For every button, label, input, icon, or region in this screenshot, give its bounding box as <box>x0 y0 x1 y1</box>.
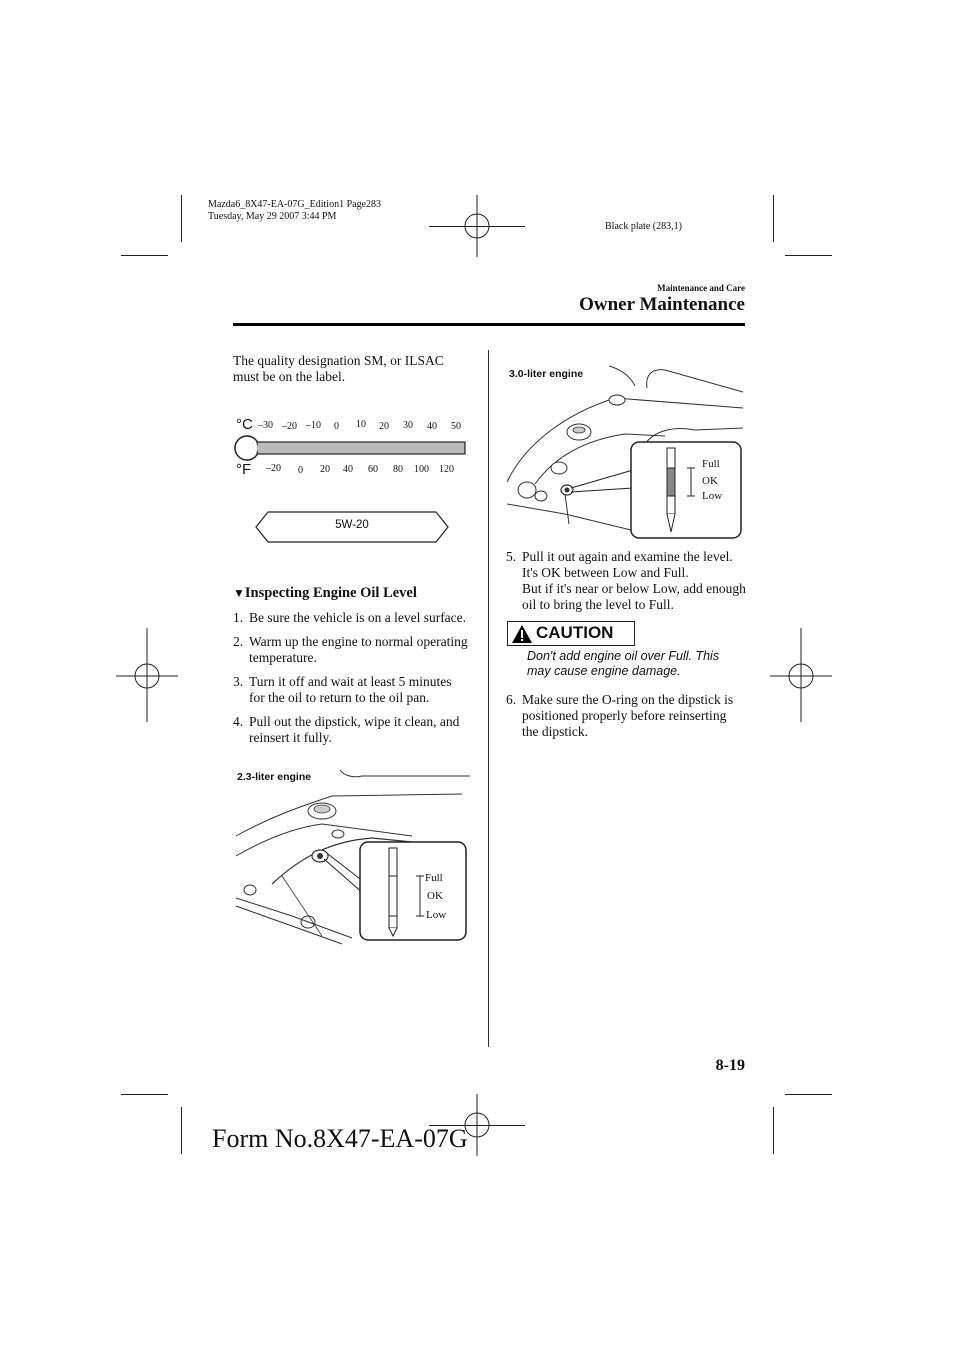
figure-label-2-3: 2.3-liter engine <box>237 771 312 783</box>
list-item: 2. Warm up the engine to normal operating… <box>233 634 469 666</box>
step-text: Be sure the vehicle is on a level surfac… <box>249 610 467 625</box>
warning-icon <box>512 625 532 643</box>
step-number: 2. <box>233 634 244 649</box>
fahrenheit-tick: 0 <box>298 465 303 476</box>
step-number: 6. <box>506 692 517 707</box>
celsius-tick: 0 <box>334 421 339 432</box>
celsius-tick: 30 <box>403 420 413 431</box>
step-6-text: Make sure the O-ring on the dipstick is … <box>522 692 734 739</box>
step-text: Pull out the dipstick, wipe it clean, an… <box>249 714 460 745</box>
mark-ok-right: OK <box>702 475 718 487</box>
header-rule <box>233 323 745 326</box>
fahrenheit-tick: 100 <box>414 464 429 475</box>
step-5-line: Pull it out again and examine the level. <box>522 549 733 564</box>
fahrenheit-tick: –20 <box>266 463 281 474</box>
print-meta-line2: Tuesday, May 29 2007 3:44 PM <box>208 211 337 222</box>
fahrenheit-tick: 80 <box>393 464 403 475</box>
mark-ok-left: OK <box>427 890 443 902</box>
step-number: 1. <box>233 610 244 625</box>
caution-text: Don't add engine oil over Full. This may… <box>527 649 720 678</box>
figure-label-3-0: 3.0-liter engine <box>509 368 584 380</box>
celsius-tick: 40 <box>427 421 437 432</box>
celsius-tick: –20 <box>282 421 297 432</box>
mark-full-left: Full <box>425 872 443 884</box>
celsius-tick: –10 <box>306 420 321 431</box>
step-5-line: It's OK between Low and Full. <box>522 565 689 580</box>
caution-box: CAUTION <box>507 621 635 646</box>
step-number: 3. <box>233 674 244 689</box>
page-number: 8-19 <box>715 1057 745 1074</box>
celsius-tick: 10 <box>356 419 366 430</box>
step-number: 5. <box>506 549 517 564</box>
column-divider <box>488 350 489 1047</box>
triangle-down-icon: ▼ <box>233 586 245 600</box>
celsius-label: °C <box>236 416 253 433</box>
plate-info: Black plate (283,1) <box>605 221 682 232</box>
caution-label: CAUTION <box>536 623 614 642</box>
oil-grade-label: 5W-20 <box>335 519 369 531</box>
step-number: 4. <box>233 714 244 729</box>
step-5: 5. Pull it out again and examine the lev… <box>506 549 746 613</box>
mark-full-right: Full <box>702 458 720 470</box>
fahrenheit-tick: 40 <box>343 464 353 475</box>
print-meta: Mazda6_8X47-EA-07G_Edition1 Page283 Tues… <box>208 199 381 223</box>
oil-grade-arrow <box>255 511 449 543</box>
celsius-tick: 20 <box>379 421 389 432</box>
mark-low-right: Low <box>702 490 723 502</box>
print-meta-line1: Mazda6_8X47-EA-07G_Edition1 Page283 <box>208 199 382 210</box>
heading-text: Inspecting Engine Oil Level <box>244 585 417 601</box>
step-text: Turn it off and wait at least 5 minutes … <box>249 674 452 705</box>
celsius-tick: 50 <box>451 421 461 432</box>
engine-illustration-3-0 <box>506 365 744 539</box>
celsius-tick: –30 <box>258 420 273 431</box>
intro-text: The quality designation SM, or ILSAC mus… <box>233 353 444 384</box>
step-5-line: But if it's near or below Low, add enoug… <box>522 581 746 612</box>
fahrenheit-tick: 120 <box>439 464 454 475</box>
mark-low-left: Low <box>426 909 447 921</box>
form-number: Form No.8X47-EA-07G <box>212 1124 468 1153</box>
thermometer-bar <box>234 435 466 461</box>
fahrenheit-tick: 60 <box>368 464 378 475</box>
list-item: 1. Be sure the vehicle is on a level surf… <box>233 610 469 626</box>
section-heading: ▼Inspecting Engine Oil Level <box>233 585 417 602</box>
engine-illustration-2-3 <box>235 769 470 945</box>
section-category: Maintenance and Care <box>657 283 745 293</box>
steps-list: 1. Be sure the vehicle is on a level surf… <box>233 610 469 754</box>
fahrenheit-tick: 20 <box>320 464 330 475</box>
fahrenheit-label: °F <box>236 461 252 478</box>
step-6: 6. Make sure the O-ring on the dipstick … <box>506 692 746 740</box>
list-item: 4. Pull out the dipstick, wipe it clean, … <box>233 714 469 746</box>
list-item: 3. Turn it off and wait at least 5 minute… <box>233 674 469 706</box>
page-title: Owner Maintenance <box>579 294 745 315</box>
step-text: Warm up the engine to normal operating t… <box>249 634 468 665</box>
